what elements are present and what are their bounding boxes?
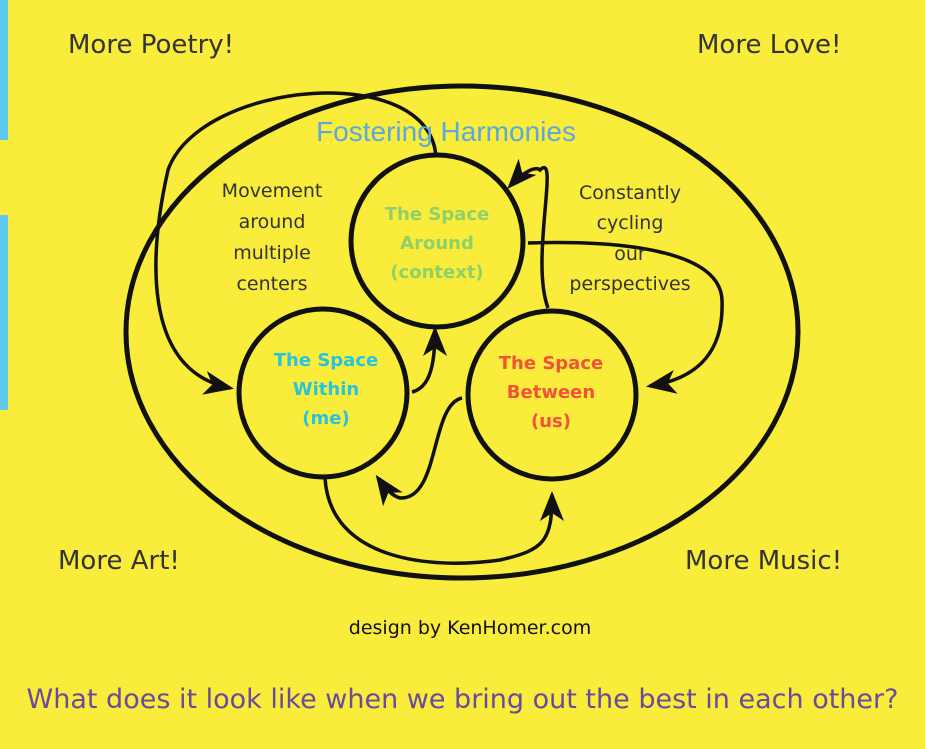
right-note-line: perspectives [569, 273, 690, 295]
design-credit: design by KenHomer.com [348, 617, 592, 639]
circle-space-between [465, 308, 639, 482]
corner-bottom-right-text: More Music! [685, 546, 843, 576]
space-between-label-line: The Space [499, 353, 603, 374]
space-around-label-line: Around [400, 233, 474, 254]
sticky-note-edge-top [0, 0, 8, 140]
space-between-label-line: Between [507, 382, 595, 403]
space-around-label-line: (context) [390, 262, 483, 283]
space-within-label-line: The Space [274, 350, 378, 371]
circle-space-within [236, 306, 410, 480]
sticky-note-edge-middle [0, 215, 8, 410]
left-note-line: multiple [233, 242, 311, 264]
space-between-label-line: (us) [531, 411, 571, 432]
space-around-label-line: The Space [385, 204, 489, 225]
right-note-line: Constantly [579, 182, 681, 204]
left-note-line: around [239, 211, 306, 233]
arrow-within-to-between [323, 477, 564, 565]
arrow-around-to-within [154, 91, 438, 395]
arrow-between-to-around [507, 158, 550, 309]
circle-space-around [348, 152, 526, 330]
right-note-line: our [614, 243, 646, 265]
space-within-label-line: Within [293, 379, 359, 400]
left-note-line: Movement [222, 180, 323, 202]
diagram-title: Fostering Harmonies [316, 116, 576, 147]
corner-top-left-text: More Poetry! [68, 30, 235, 60]
right-note-line: cycling [597, 212, 664, 234]
arrow-around-to-between [527, 240, 724, 394]
outer-ellipse [123, 83, 801, 581]
space-within-label-line: (me) [302, 408, 349, 429]
closing-question: What does it look like when we bring out… [26, 684, 899, 715]
arrow-within-to-around [411, 326, 447, 394]
arrow-between-to-within [375, 396, 463, 507]
corner-top-right-text: More Love! [697, 30, 842, 60]
corner-bottom-left-text: More Art! [58, 546, 180, 576]
left-note-line: centers [236, 273, 307, 295]
